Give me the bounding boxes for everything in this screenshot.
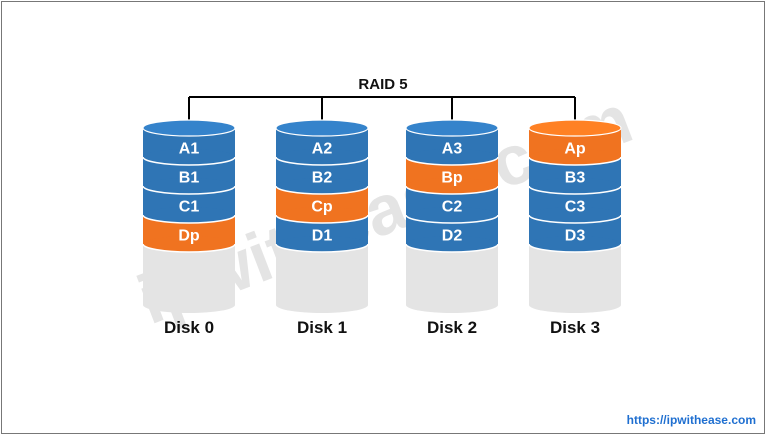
- block-label: Cp: [311, 199, 333, 216]
- block-label: B3: [565, 170, 586, 187]
- block-label: D1: [312, 228, 333, 245]
- disk-empty-space: [276, 244, 368, 305]
- block-label: C1: [179, 199, 200, 216]
- disk-top: [275, 119, 369, 137]
- disk-top: [142, 119, 236, 137]
- block-label: C2: [442, 199, 463, 216]
- disk-empty-space: [143, 244, 235, 305]
- disk-empty-space: [406, 244, 498, 305]
- block-label: A1: [179, 141, 200, 158]
- disk-block-data: A1: [142, 119, 236, 166]
- block-label: Bp: [441, 170, 463, 187]
- disk-label: Disk 0: [164, 318, 214, 337]
- block-label: D2: [442, 228, 463, 245]
- block-label: C3: [565, 199, 586, 216]
- disk-top: [528, 119, 622, 137]
- block-label: B2: [312, 170, 333, 187]
- disk-label: Disk 3: [550, 318, 600, 337]
- disk-empty-space: [529, 244, 621, 305]
- block-label: A2: [312, 141, 333, 158]
- disk-block-data: A3: [405, 119, 499, 166]
- raid-title: RAID 5: [358, 76, 407, 93]
- block-label: D3: [565, 228, 586, 245]
- source-url[interactable]: https://ipwithease.com: [626, 413, 756, 427]
- disk-bottom: [529, 297, 621, 313]
- block-label: B1: [179, 170, 200, 187]
- disk-block-parity: Ap: [528, 119, 622, 166]
- disk-bottom: [406, 297, 498, 313]
- disk-top: [405, 119, 499, 137]
- block-label: A3: [442, 141, 463, 158]
- disk-block-parity: Bp: [405, 157, 499, 195]
- disk-label: Disk 1: [297, 318, 347, 337]
- disk-bottom: [143, 297, 235, 313]
- disk-block-data: A2: [275, 119, 369, 166]
- block-label: Ap: [564, 141, 586, 158]
- disk-label: Disk 2: [427, 318, 477, 337]
- block-label: Dp: [178, 228, 200, 245]
- disk-bottom: [276, 297, 368, 313]
